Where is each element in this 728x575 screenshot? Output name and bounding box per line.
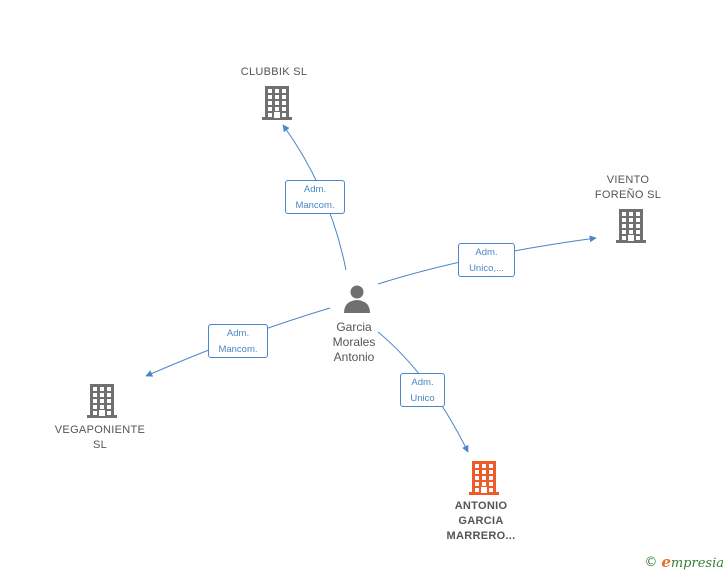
company-label-antonio[interactable]: ANTONIO GARCIA MARRERO... — [446, 500, 516, 542]
company-label-clubbik[interactable]: CLUBBIK SL — [240, 66, 308, 78]
relation-label-clubbik[interactable]: Adm. Mancom. — [285, 180, 345, 214]
company-label-viento[interactable]: VIENTO FOREÑO SL — [594, 174, 662, 201]
relation-label-viento[interactable]: Adm. Unico,... — [458, 243, 515, 277]
person-icon[interactable] — [344, 285, 370, 314]
building-icon-vegaponiente[interactable] — [87, 384, 117, 418]
building-icon-antonio[interactable] — [469, 461, 499, 495]
copyright-symbol: © — [644, 554, 658, 570]
person-name[interactable]: Garcia Morales Antonio — [332, 320, 376, 364]
brand-name: mpresia — [670, 556, 724, 571]
empresia-logo[interactable]: © empresia — [644, 553, 724, 571]
company-label-vegaponiente[interactable]: VEGAPONIENTE SL — [54, 424, 146, 451]
building-icon-clubbik[interactable] — [262, 86, 292, 120]
brand-initial: e — [661, 553, 671, 571]
building-icon-viento[interactable] — [616, 209, 646, 243]
relation-label-antonio[interactable]: Adm. Unico — [400, 373, 445, 407]
relation-label-vegaponiente[interactable]: Adm. Mancom. — [208, 324, 268, 358]
